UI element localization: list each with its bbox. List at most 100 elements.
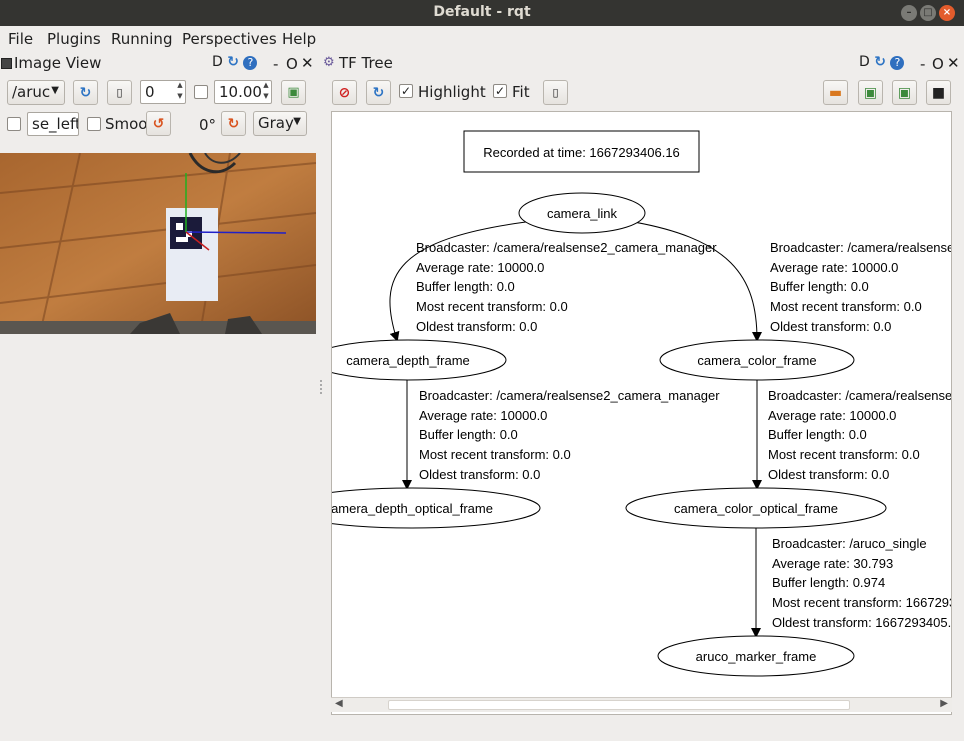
spinbox-value: 0 (145, 83, 155, 101)
mouse-icon: ▯ (116, 86, 123, 99)
edge-label-line: Oldest transform: 0.0 (770, 319, 891, 334)
save-image-button-tf[interactable]: ■ (926, 80, 951, 105)
image-view-float-button[interactable]: O (286, 55, 298, 73)
refresh-graph-button[interactable]: ↻ (366, 80, 391, 105)
dock-button[interactable]: D (212, 54, 223, 70)
tf-close-icon[interactable]: ✕ (947, 54, 960, 72)
menu-help[interactable]: Help (282, 30, 317, 48)
help-icon[interactable]: ? (243, 56, 258, 70)
edge-label-e2: Broadcaster: /camera/realsense Average r… (770, 240, 951, 334)
right-gutter (953, 111, 964, 715)
save-dot-icon: ▣ (863, 84, 878, 101)
fit-label: Fit (512, 83, 530, 101)
scroll-right-icon[interactable]: ▶ (940, 698, 948, 709)
edge-label-line: Buffer length: 0.0 (419, 427, 518, 442)
edge-label-line: Buffer length: 0.974 (772, 575, 885, 590)
tf-graph: Recorded at time: 1667293406.16 camera_l… (332, 130, 952, 677)
scroll-left-icon[interactable]: ◀ (335, 698, 343, 709)
fit-checkbox[interactable]: ✓ (493, 84, 507, 98)
node-aruco-marker-frame[interactable] (657, 635, 855, 677)
refresh-icon: ↻ (79, 84, 92, 101)
tf-tree-plugin-icon: ⚙ (323, 55, 335, 70)
topic-combo-value: /aruc (12, 83, 51, 101)
pub-topic-spinbox[interactable]: 0 (140, 80, 186, 104)
tf-dock-button[interactable]: D (859, 54, 870, 70)
save-icon: ▣ (287, 85, 300, 100)
tf-help-icon[interactable]: ? (890, 56, 905, 70)
chevron-down-icon: ▼ (293, 116, 301, 127)
highlight-checkbox[interactable]: ✓ (399, 84, 413, 98)
tf-reload-plugin-icon[interactable]: ↻ (874, 54, 886, 70)
fit-view-icon: ▯ (552, 86, 559, 99)
load-dot-button[interactable]: ▬ (823, 80, 848, 105)
save-dot-button[interactable]: ▣ (858, 80, 883, 105)
rotate-left-button[interactable]: ↺ (146, 111, 171, 136)
smooth-checkbox[interactable] (87, 117, 101, 131)
reload-plugin-icon[interactable]: ↻ (227, 54, 239, 70)
zoom-spinbox[interactable]: 10.00 (214, 80, 272, 104)
overlay-topic-field[interactable]: se_left (27, 112, 79, 136)
image-view-close-icon[interactable]: ✕ (301, 54, 314, 72)
minimize-button[interactable]: – (901, 5, 917, 21)
edge-label-line: Broadcaster: /aruco_single (772, 536, 927, 551)
node-camera-depth-frame-label: camera_depth_frame (346, 353, 470, 368)
node-camera-color-frame[interactable] (659, 339, 855, 381)
topic-combo[interactable]: /aruc▼ (7, 80, 65, 105)
tf-minimize-button[interactable]: - (920, 55, 926, 73)
recorded-time-text: Recorded at time: 1667293406.16 (483, 145, 680, 160)
menu-bar: File Plugins Running Perspectives Help (0, 26, 964, 52)
close-button[interactable]: × (939, 5, 955, 21)
edge-label-line: Broadcaster: /camera/realsense2_camera_m… (419, 388, 720, 403)
edge-link-to-depth (389, 219, 543, 342)
edge-label-line: Buffer length: 0.0 (768, 427, 867, 442)
menu-file[interactable]: File (8, 30, 34, 48)
image-icon: ■ (931, 84, 946, 101)
save-svg-button[interactable]: ▣ (892, 80, 917, 105)
node-camera-depth-optical-frame[interactable] (332, 487, 541, 529)
tf-tree-window-controls: D ↻ ? (859, 54, 911, 72)
fit-view-button[interactable]: ▯ (543, 80, 568, 105)
rotate-right-button[interactable]: ↻ (221, 111, 246, 136)
edge-label-line: Most recent transform: 0.0 (770, 299, 922, 314)
overlay-checkbox[interactable] (7, 117, 21, 131)
edge-label-e1: Broadcaster: /camera/realsense2_camera_m… (416, 240, 717, 334)
color-scheme-combo[interactable]: Gray▼ (253, 111, 307, 136)
maximize-button[interactable]: □ (920, 5, 936, 21)
node-camera-link[interactable] (518, 192, 646, 234)
color-scheme-value: Gray (258, 114, 294, 132)
edge-label-line: Most recent transform: 1667293 (772, 595, 952, 610)
window-title: Default - rqt (433, 4, 531, 20)
splitter-handle[interactable] (320, 380, 322, 394)
save-svg-icon: ▣ (897, 84, 912, 101)
menu-plugins[interactable]: Plugins (47, 30, 101, 48)
edge-label-line: Oldest transform: 0.0 (768, 467, 889, 482)
horizontal-scrollbar[interactable]: ◀ ▶ (331, 697, 952, 712)
node-aruco-marker-frame-label: aruco_marker_frame (696, 649, 817, 664)
clear-buffer-button[interactable]: ⊘ (332, 80, 357, 105)
rotate-left-icon: ↺ (152, 115, 165, 132)
mouse-pub-button[interactable]: ▯ (107, 80, 132, 105)
zoom-value: 10.00 (219, 83, 262, 101)
edge-label-line: Average rate: 10000.0 (416, 260, 544, 275)
tf-graph-canvas[interactable]: Recorded at time: 1667293406.16 camera_l… (331, 111, 952, 715)
edge-label-e4: Broadcaster: /camera/realsense2 Average … (768, 388, 951, 482)
node-camera-depth-frame[interactable] (332, 339, 507, 381)
enable-checkbox[interactable] (194, 85, 208, 99)
refresh-topics-button[interactable]: ↻ (73, 80, 98, 105)
refresh-icon: ↻ (372, 84, 385, 101)
menu-perspectives[interactable]: Perspectives (182, 30, 277, 48)
edge-label-line: Oldest transform: 1667293405.1 (772, 615, 952, 630)
edge-label-line: Average rate: 10000.0 (770, 260, 898, 275)
spin-arrows-icon[interactable]: ▲▼ (177, 81, 183, 100)
menu-running[interactable]: Running (111, 30, 173, 48)
image-view-title: Image View (14, 54, 102, 72)
scrollbar-thumb[interactable] (388, 700, 850, 710)
image-view-minimize-button[interactable]: - (273, 55, 279, 73)
save-image-button[interactable]: ▣ (281, 80, 306, 105)
tf-float-button[interactable]: O (932, 55, 944, 73)
clear-icon: ⊘ (338, 84, 351, 101)
node-camera-color-optical-frame[interactable] (625, 487, 887, 529)
zoom-spin-arrows-icon[interactable]: ▲▼ (263, 81, 269, 100)
rotate-right-icon: ↻ (227, 115, 240, 132)
edge-label-line: Oldest transform: 0.0 (416, 319, 537, 334)
